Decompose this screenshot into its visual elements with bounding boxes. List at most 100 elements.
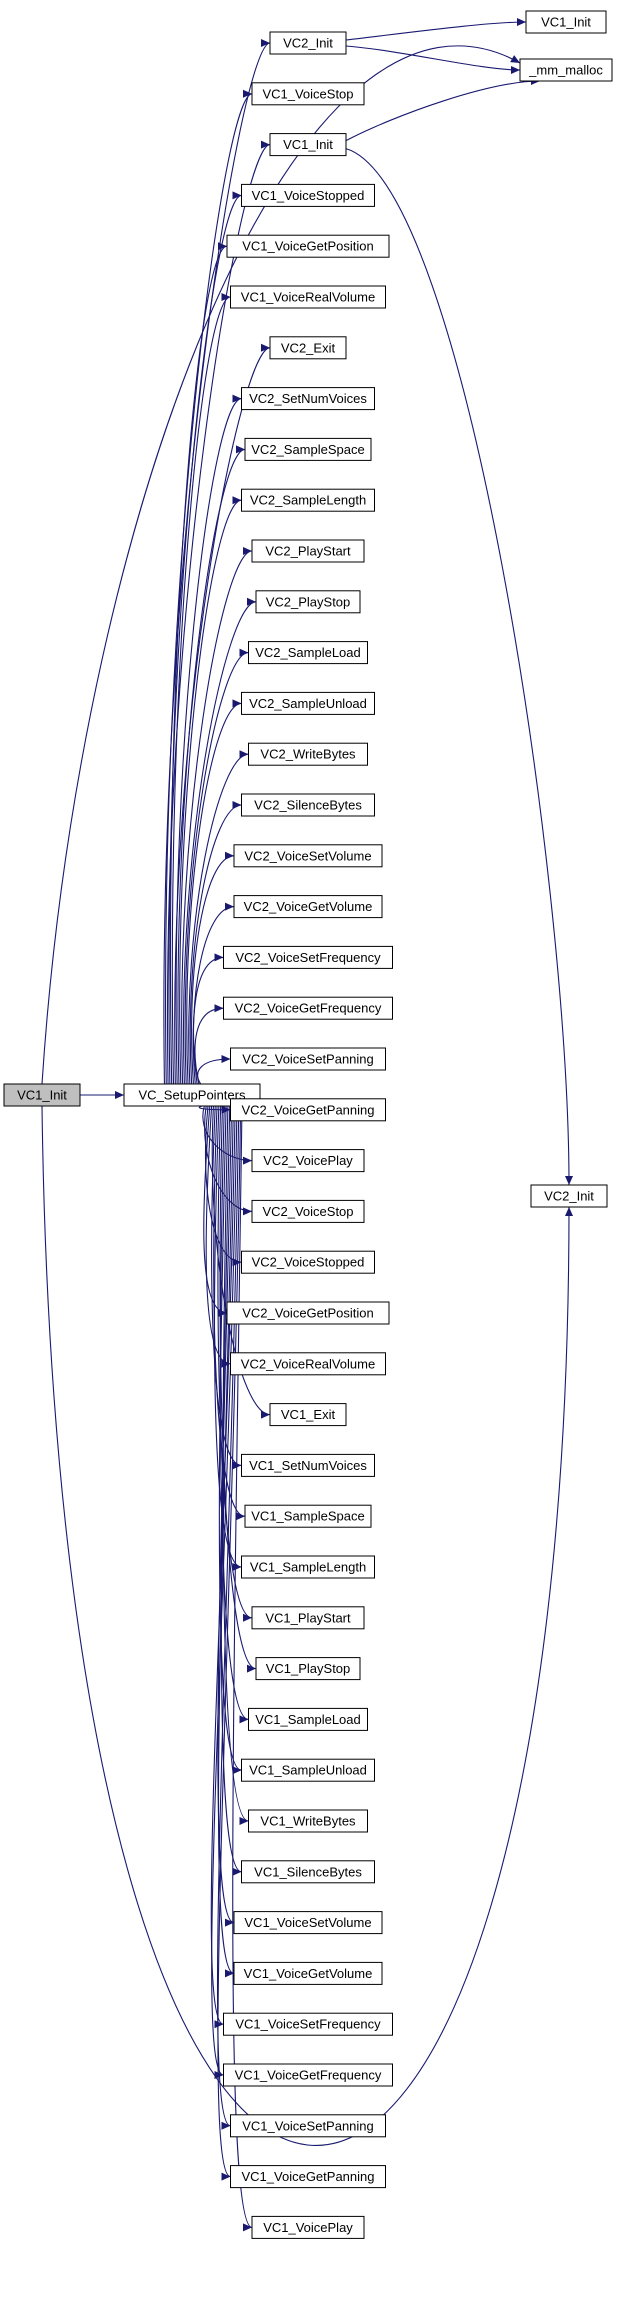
node-label: VC2_VoiceGetVolume (244, 899, 373, 914)
edge-root-vc2-init-arrowhead (565, 1207, 573, 1216)
node-callee-36[interactable]: VC1_SilenceBytes (241, 1860, 375, 1884)
node-callee-2[interactable]: VC1_Init (269, 133, 347, 157)
node-box (251, 1199, 365, 1223)
node-callee-22[interactable]: VC2_VoicePlay (251, 1149, 365, 1173)
edge-setup-callee-32-arrowhead (247, 1664, 256, 1673)
call-graph-edges (41, 18, 573, 2232)
node-callee-1[interactable]: VC1_VoiceStop (251, 82, 365, 106)
node-box (3, 1083, 81, 1107)
node-label: VC2_VoiceGetFrequency (235, 1001, 382, 1016)
node-callee-8[interactable]: VC2_SampleSpace (244, 437, 372, 461)
node-callee-20[interactable]: VC2_VoiceSetPanning (230, 1047, 386, 1071)
node-box (230, 2165, 386, 2189)
node-callee-13[interactable]: VC2_SampleUnload (241, 691, 375, 715)
node-callee-16[interactable]: VC2_VoiceSetVolume (233, 844, 383, 868)
node-box (233, 844, 383, 868)
node-callee-26[interactable]: VC2_VoiceRealVolume (230, 1352, 386, 1376)
node-callee-43[interactable]: VC1_VoicePlay (251, 2215, 365, 2239)
node-callee-10[interactable]: VC2_PlayStart (251, 539, 365, 563)
node-callee-25[interactable]: VC2_VoiceGetPosition (226, 1301, 390, 1325)
edge-setup-callee-29-arrowhead (236, 1512, 245, 1521)
node-label: VC2_VoiceRealVolume (241, 1356, 375, 1371)
node-callee-12[interactable]: VC2_SampleLoad (248, 641, 368, 665)
node-callee-7[interactable]: VC2_SetNumVoices (241, 387, 375, 411)
node-label: VC1_Init (541, 15, 591, 30)
edge-setup-callee-4-arrowhead (218, 242, 227, 251)
node-box (251, 1606, 365, 1630)
node-box (123, 1083, 261, 1107)
edge-setup-callee-18-arrowhead (214, 953, 224, 962)
edge-setup-callee-3 (168, 194, 242, 1085)
edge-setup-callee-1 (165, 93, 253, 1085)
edge-setup-callee-37 (217, 1105, 235, 1924)
node-callee-23[interactable]: VC2_VoiceStop (251, 1199, 365, 1223)
node-label: VC2_PlayStop (266, 594, 351, 609)
edge-setup-callee-5-arrowhead (221, 293, 231, 301)
node-callee-3[interactable]: VC1_VoiceStopped (241, 183, 375, 207)
node-callee-34[interactable]: VC1_SampleUnload (241, 1758, 375, 1782)
node-callee-6[interactable]: VC2_Exit (269, 336, 347, 360)
edge-setup-callee-0 (163, 42, 271, 1085)
edge-setup-callee-18 (193, 956, 224, 1085)
node-callee-15[interactable]: VC2_SilenceBytes (241, 793, 375, 817)
node-callee-40[interactable]: VC1_VoiceGetFrequency (223, 2063, 393, 2087)
edge-setup-callee-30-arrowhead (232, 1563, 242, 1571)
node-label: VC2_VoiceStopped (252, 1255, 365, 1270)
node-callee-28[interactable]: VC1_SetNumVoices (241, 1453, 375, 1477)
node-callee-9[interactable]: VC2_SampleLength (241, 488, 375, 512)
node-box (241, 183, 375, 207)
node-callee-4[interactable]: VC1_VoiceGetPosition (226, 234, 390, 258)
edge-setup-callee-16-arrowhead (225, 851, 234, 860)
node-vc2_init_right[interactable]: VC2_Init (530, 1184, 608, 1208)
edge-setup-callee-17 (192, 906, 235, 1085)
node-callee-18[interactable]: VC2_VoiceSetFrequency (223, 945, 393, 969)
edge-setup-callee-10-arrowhead (243, 547, 252, 555)
node-callee-21[interactable]: VC2_VoiceGetPanning (230, 1098, 386, 1122)
node-callee-32[interactable]: VC1_PlayStop (255, 1657, 361, 1681)
node-callee-38[interactable]: VC1_VoiceGetVolume (233, 1961, 383, 1985)
node-mm_malloc[interactable]: _mm_malloc (519, 58, 613, 82)
node-root[interactable]: VC1_Init (3, 1083, 81, 1107)
edge-setup-callee-36-arrowhead (232, 1867, 242, 1876)
node-setup[interactable]: VC_SetupPointers (123, 1083, 261, 1107)
node-box (248, 1707, 368, 1731)
node-callee-27[interactable]: VC1_Exit (269, 1403, 347, 1427)
node-callee-17[interactable]: VC2_VoiceGetVolume (233, 895, 383, 919)
node-callee-11[interactable]: VC2_PlayStop (255, 590, 361, 614)
edge-vc1init-vc2init-arrowhead (565, 1176, 573, 1185)
edge-setup-callee-42 (217, 1105, 242, 2178)
node-callee-35[interactable]: VC1_WriteBytes (248, 1809, 368, 1833)
edge-setup-callee-0-arrowhead (261, 39, 270, 47)
node-callee-5[interactable]: VC1_VoiceRealVolume (230, 285, 386, 309)
node-label: VC2_SampleLength (250, 493, 366, 508)
edge-setup-callee-7-arrowhead (232, 394, 242, 403)
node-box (255, 1657, 361, 1681)
node-callee-0[interactable]: VC2_Init (269, 31, 347, 55)
node-callee-31[interactable]: VC1_PlayStart (251, 1606, 365, 1630)
node-label: VC2_VoiceGetPanning (242, 1102, 375, 1117)
edge-setup-callee-35 (222, 1105, 249, 1822)
edge-setup-callee-39-arrowhead (214, 2020, 224, 2029)
node-box (223, 996, 393, 1020)
node-label: VC1_VoiceGetVolume (244, 1966, 373, 1981)
node-box (226, 1301, 390, 1325)
node-callee-19[interactable]: VC2_VoiceGetFrequency (223, 996, 393, 1020)
node-callee-30[interactable]: VC1_SampleLength (241, 1555, 375, 1579)
edge-setup-callee-42-arrowhead (221, 2172, 231, 2181)
node-box (230, 1352, 386, 1376)
node-box (241, 1555, 375, 1579)
node-callee-29[interactable]: VC1_SampleSpace (244, 1504, 372, 1528)
node-callee-24[interactable]: VC2_VoiceStopped (241, 1250, 375, 1274)
edge-setup-callee-41 (216, 1105, 240, 2127)
node-callee-14[interactable]: VC2_WriteBytes (248, 742, 368, 766)
edge-setup-callee-5 (171, 296, 231, 1085)
node-callee-39[interactable]: VC1_VoiceSetFrequency (223, 2012, 393, 2036)
node-callee-41[interactable]: VC1_VoiceSetPanning (230, 2114, 386, 2138)
node-callee-42[interactable]: VC1_VoiceGetPanning (230, 2165, 386, 2189)
edge-setup-callee-9-arrowhead (232, 496, 242, 505)
edge-setup-callee-19 (194, 1007, 224, 1085)
node-vc1_init_b[interactable]: VC1_Init (525, 10, 607, 34)
node-callee-37[interactable]: VC1_VoiceSetVolume (233, 1911, 383, 1935)
node-callee-33[interactable]: VC1_SampleLoad (248, 1707, 368, 1731)
